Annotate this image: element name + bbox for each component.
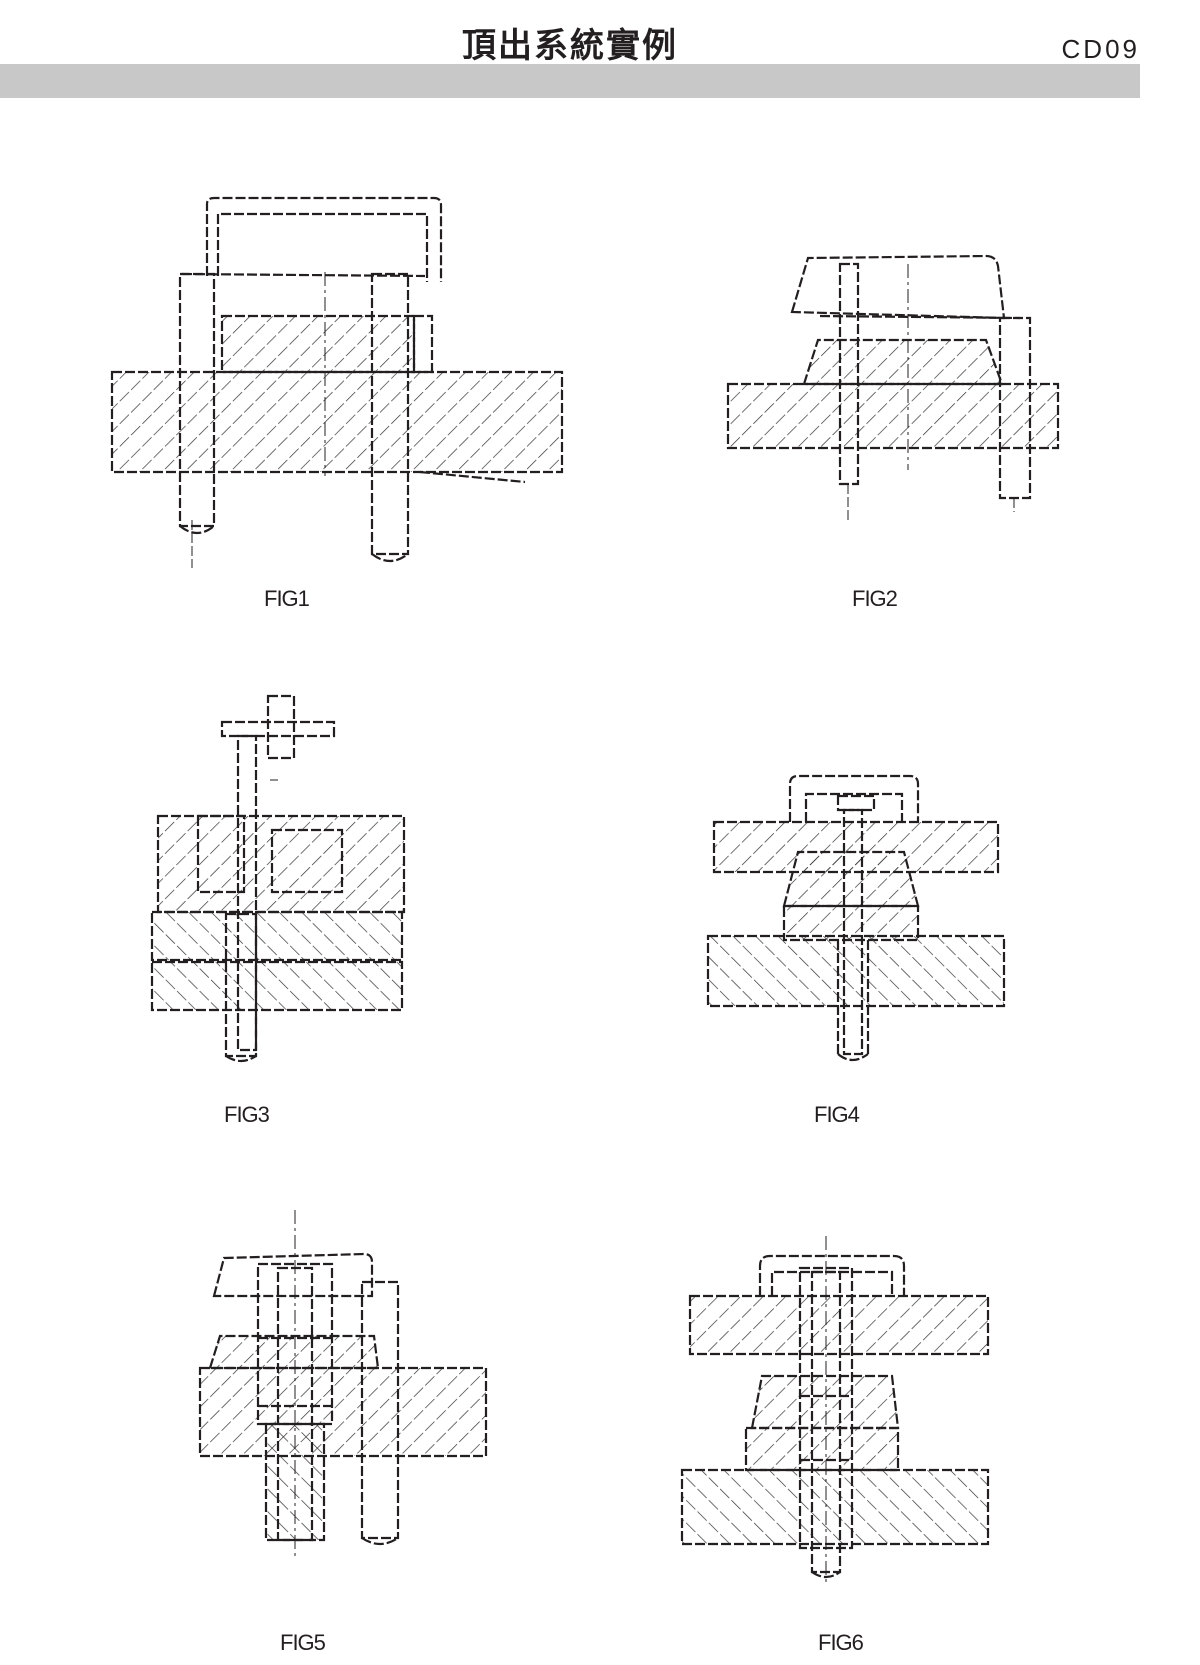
fig2-label: FIG2 [852, 586, 898, 611]
fig5-drawing [198, 1210, 488, 1560]
fig6-label: FIG6 [818, 1630, 864, 1655]
fig3-drawing [150, 694, 406, 1063]
fig1-drawing [110, 196, 564, 568]
fig6-drawing [680, 1236, 990, 1586]
fig2-drawing [726, 254, 1060, 520]
fig4-drawing [706, 774, 1006, 1062]
header-band [0, 64, 1140, 98]
fig1-label: FIG1 [264, 586, 310, 611]
page-title: 頂出系統實例 [462, 26, 678, 66]
page-code: CD09 [1061, 34, 1140, 64]
fig4-label: FIG4 [814, 1102, 860, 1127]
fig5-label: FIG5 [280, 1630, 326, 1655]
page-header: 頂出系統實例 CD09 [0, 0, 1200, 100]
fig3-label: FIG3 [224, 1102, 270, 1127]
